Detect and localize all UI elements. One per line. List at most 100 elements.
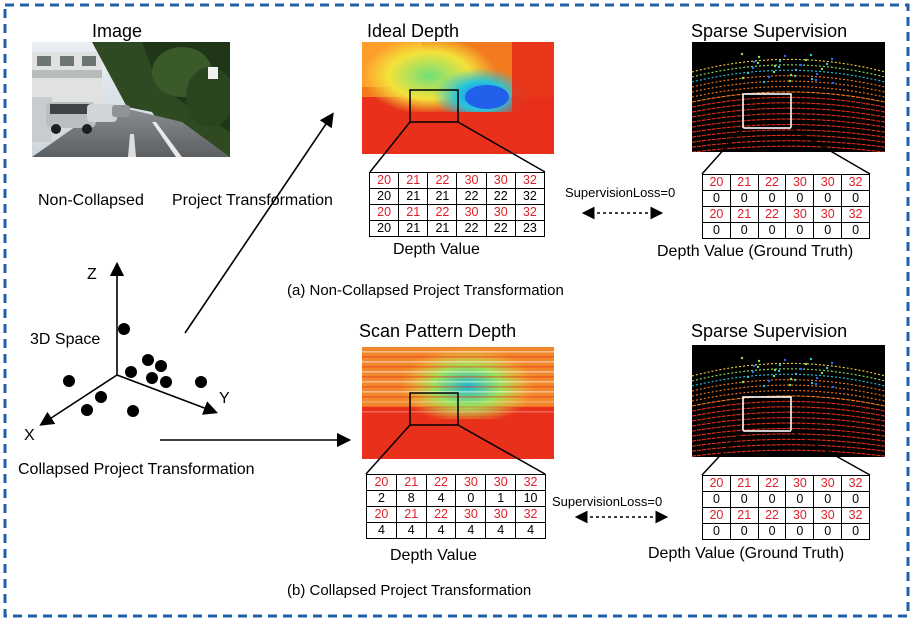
sparse-supervision-title-top: Sparse Supervision <box>691 21 848 41</box>
table-cell: 30 <box>785 507 815 524</box>
table-cell: 32 <box>514 188 546 205</box>
table-cell: 21 <box>729 475 759 492</box>
table-cell: 30 <box>456 204 487 221</box>
table-cell: 21 <box>427 220 458 237</box>
table-cell: 21 <box>729 507 759 524</box>
table-cell: 22 <box>427 204 458 221</box>
gt-label-bottom: Depth Value (Ground Truth) <box>648 545 845 562</box>
table-cell: 0 <box>841 222 870 239</box>
table-cell: 0 <box>841 523 870 540</box>
table-cell: 23 <box>514 220 546 237</box>
table-cell: 0 <box>757 523 787 540</box>
depth-value-label-bottom: Depth Value <box>390 547 477 564</box>
table-cell: 0 <box>841 491 870 508</box>
table-cell: 30 <box>813 206 843 223</box>
caption-a: (a) Non-Collapsed Project Transformation <box>287 282 564 299</box>
table-cell: 0 <box>729 523 759 540</box>
sparse-lidar-map-top <box>692 42 885 152</box>
caption-b: (b) Collapsed Project Transformation <box>287 582 532 599</box>
space-title: 3D Space <box>30 331 101 348</box>
table-cell: 0 <box>785 491 815 508</box>
table-cell: 22 <box>757 174 787 191</box>
table-cell: 0 <box>785 222 815 239</box>
table-cell: 20 <box>368 188 400 205</box>
point-cloud <box>63 323 207 417</box>
table-cell: 0 <box>702 523 731 540</box>
axis-y-label: Y <box>219 390 230 407</box>
table-cell: 22 <box>757 507 787 524</box>
table-cell: 22 <box>425 506 457 523</box>
table-cell: 30 <box>785 475 815 492</box>
table-cell: 20 <box>368 172 400 189</box>
table-cell: 32 <box>514 204 546 221</box>
table-cell: 0 <box>785 523 815 540</box>
table-cell: 21 <box>398 220 429 237</box>
ideal-depth-title: Ideal Depth <box>367 21 460 41</box>
gt-label-top: Depth Value (Ground Truth) <box>657 243 854 260</box>
axis-z-label: Z <box>87 266 97 283</box>
table-cell: 20 <box>702 475 731 492</box>
table-cell: 22 <box>757 475 787 492</box>
supervision-loss-label-top: SupervisionLoss=0 <box>565 185 676 200</box>
supervision-loss-label-bottom: SupervisionLoss=0 <box>552 494 663 509</box>
table-cell: 21 <box>398 172 429 189</box>
project-transformation-label: Project Transformation <box>172 192 333 209</box>
table-cell: 4 <box>515 522 546 539</box>
table-cell: 0 <box>702 491 731 508</box>
table-cell: 32 <box>841 475 870 492</box>
table-cell: 10 <box>515 490 546 507</box>
table-cell: 0 <box>729 491 759 508</box>
depth-value-label-top: Depth Value <box>393 241 480 258</box>
collapsed-label: Collapsed Project Transformation <box>18 461 255 478</box>
table-cell: 30 <box>813 174 843 191</box>
sparse-lidar-map-bottom <box>692 345 885 457</box>
street-image <box>32 42 230 157</box>
table-cell: 0 <box>757 491 787 508</box>
table-cell: 4 <box>366 522 397 539</box>
scan-pattern-title: Scan Pattern Depth <box>359 321 517 341</box>
table-cell: 0 <box>757 222 787 239</box>
table-cell: 22 <box>456 220 487 237</box>
table-cell: 20 <box>702 174 731 191</box>
table-cell: 30 <box>455 506 487 523</box>
table-cell: 32 <box>841 507 870 524</box>
table-cell: 21 <box>729 206 759 223</box>
table-cell: 0 <box>813 491 843 508</box>
image-title: Image <box>92 21 143 41</box>
sparse-supervision-title-bottom: Sparse Supervision <box>691 321 848 341</box>
table-cell: 0 <box>813 523 843 540</box>
table-cell: 22 <box>485 220 516 237</box>
table-cell: 32 <box>515 506 546 523</box>
table-cell: 30 <box>813 507 843 524</box>
axis-x-label: X <box>24 427 35 444</box>
non-collapsed-label: Non-Collapsed <box>38 192 144 209</box>
table-cell: 30 <box>813 475 843 492</box>
table-cell: 20 <box>368 204 400 221</box>
